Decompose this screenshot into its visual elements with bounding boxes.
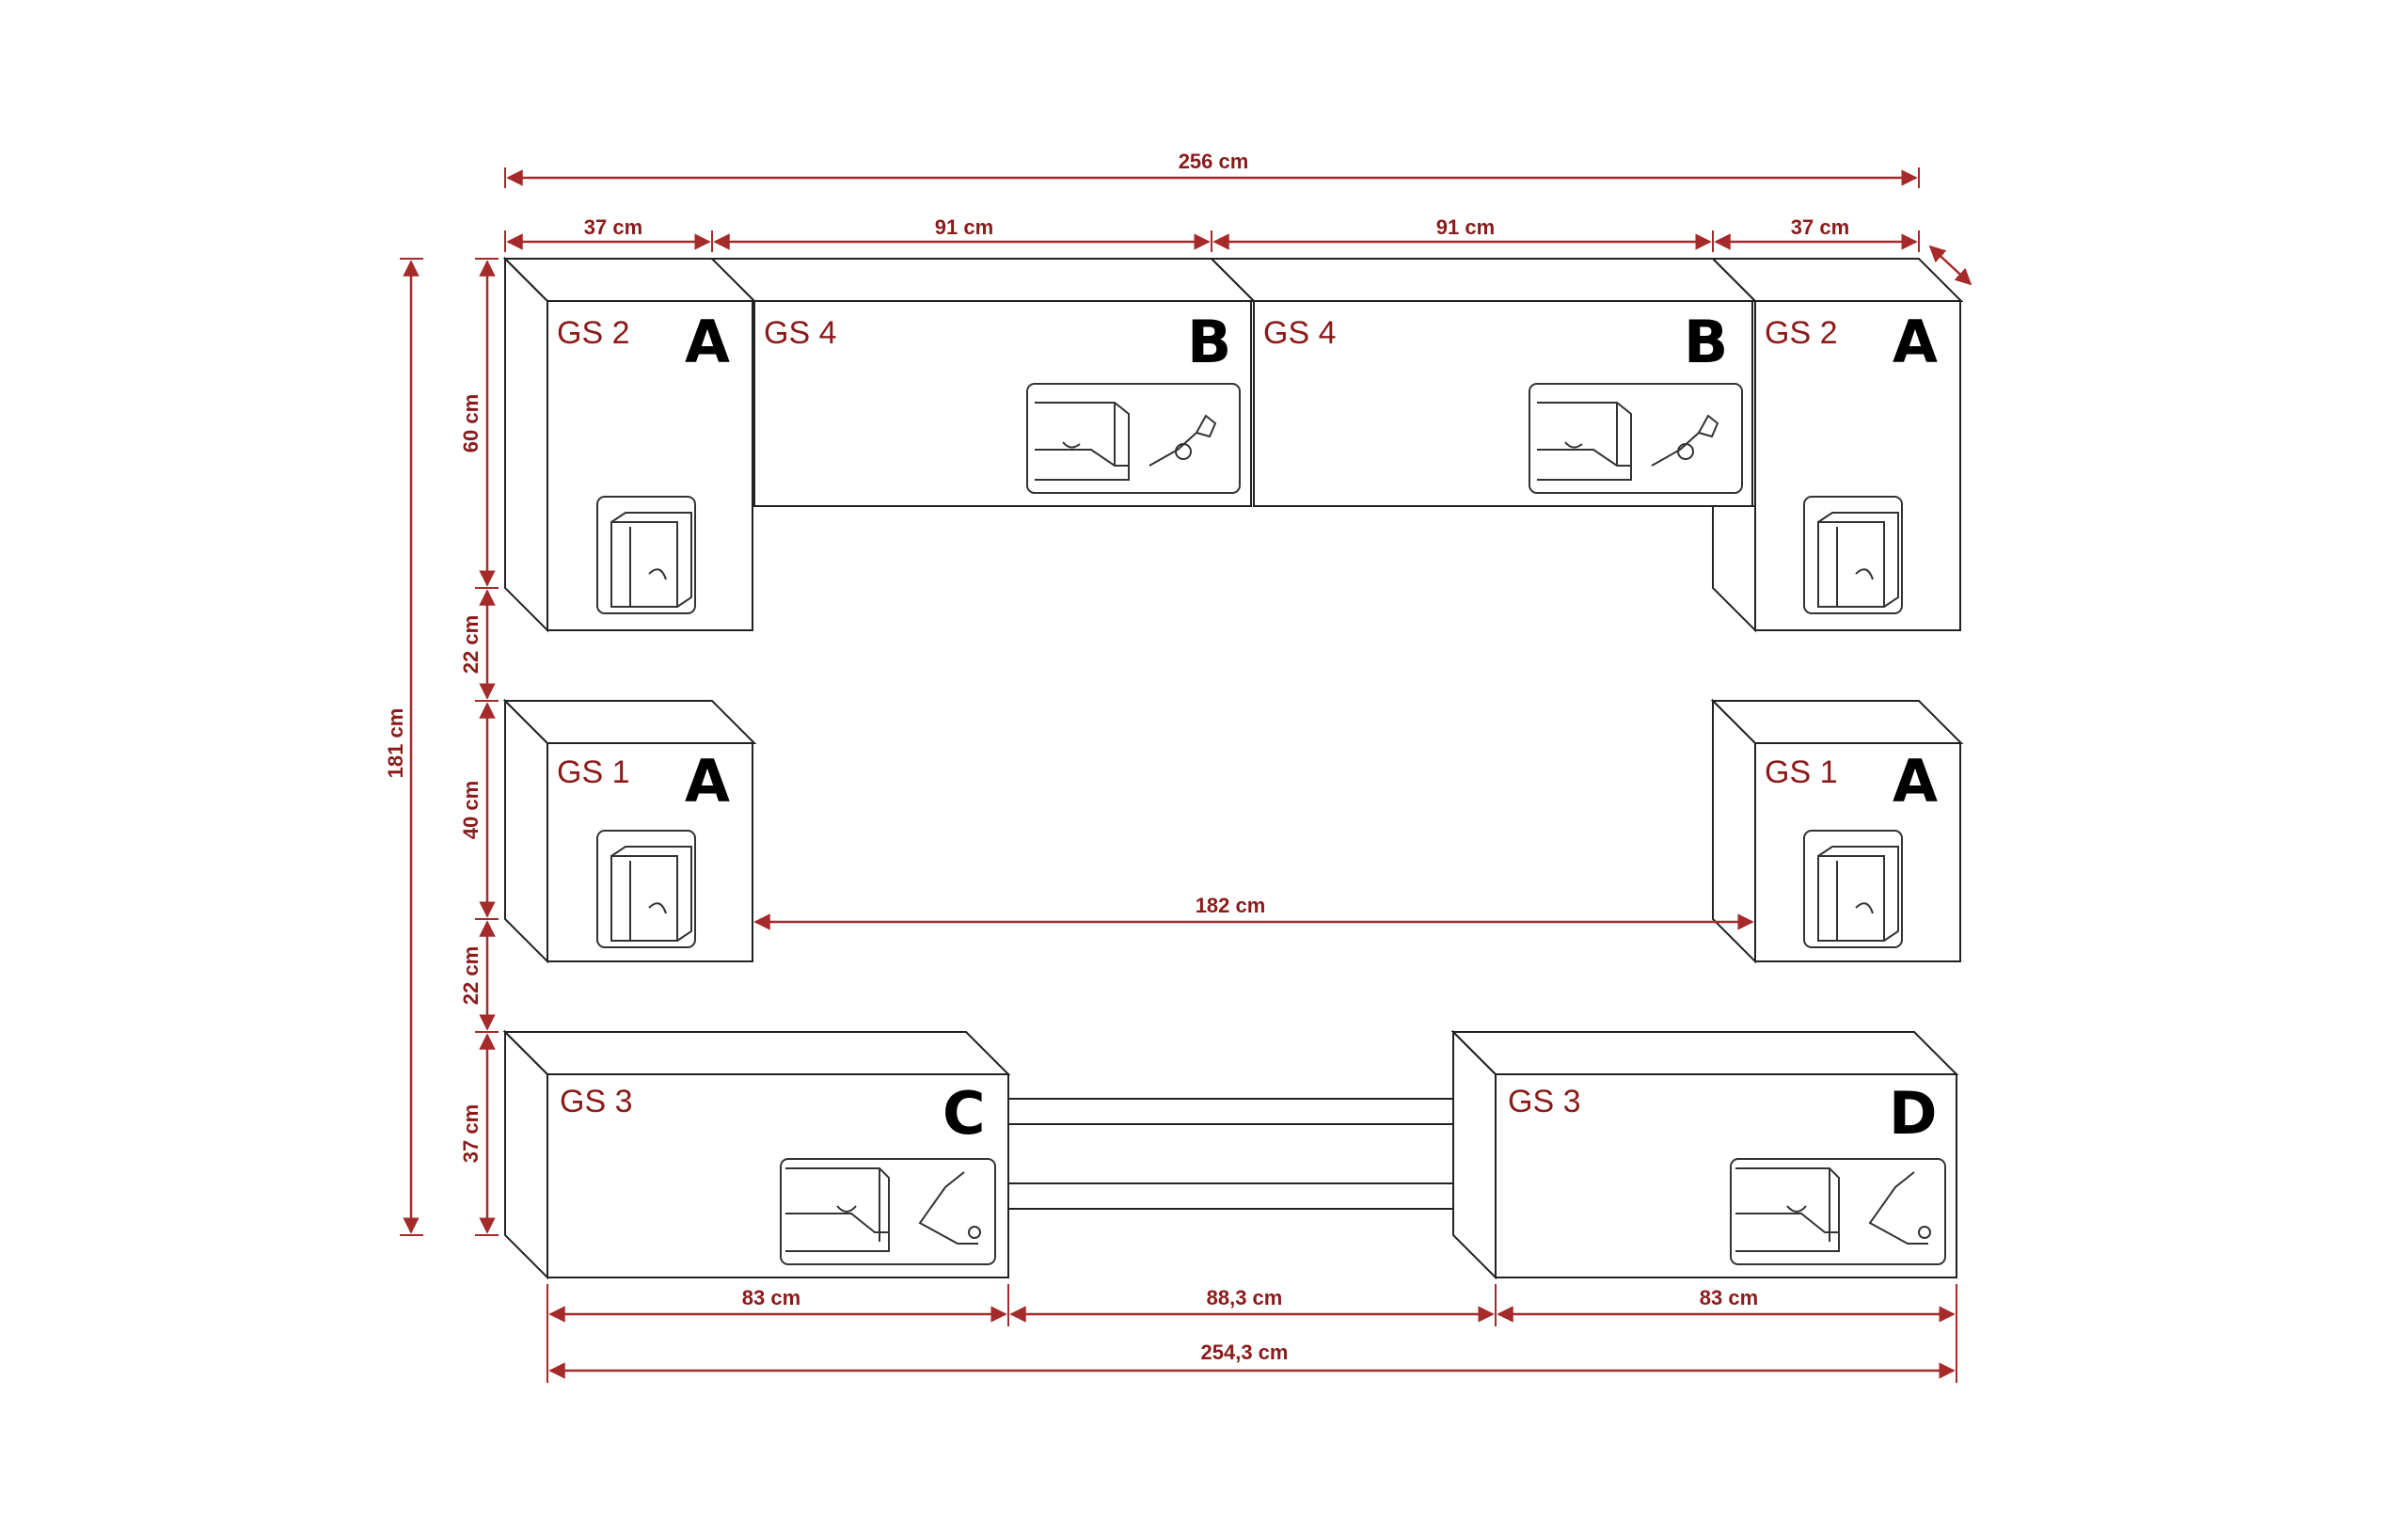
module-letter: A [1893,747,1938,816]
dim-label: 37 cm [584,215,642,239]
dim-label: 22 cm [459,615,483,674]
dim-total-bottom: 254,3 cm [548,1341,1956,1379]
dim-label: 22 cm [459,946,483,1005]
dim-left-total: 181 cm [384,258,423,1236]
module-letter: A [685,308,730,376]
module-label: GS 1 [557,754,629,790]
dim-label: 88,3 cm [1207,1286,1283,1309]
module-top-mid-2: GS 4 B [1209,258,1758,507]
module-label: GS 1 [1765,754,1837,790]
module-label: GS 2 [557,315,629,351]
dim-left-segments: 60 cm 22 cm 40 cm 22 cm 37 cm [459,258,499,1236]
module-letter: D [1889,1079,1937,1148]
flap-open-icon [1529,383,1743,494]
dim-top-segments: 37 cm 91 cm 91 cm 37 cm [504,215,1972,286]
module-top-mid-1: GS 4 B [709,258,1257,507]
door-open-icon [596,830,696,948]
module-bottom-right: GS 3 D [1450,1029,1959,1280]
dim-total-top: 256 cm [504,150,1920,188]
module-bottom-left: GS 3 C [502,1029,1011,1280]
glass-shelves [1007,1098,1484,1210]
door-open-icon [1803,496,1903,614]
dim-label: 91 cm [935,215,993,239]
module-letter: A [685,747,730,816]
dim-label: 256 cm [1179,150,1249,173]
door-open-icon [1803,830,1903,948]
module-letter: B [1187,308,1231,376]
module-letter: C [943,1079,986,1148]
dim-label: 40 cm [459,781,483,839]
module-top-left: GS 2 A [502,256,757,633]
module-mid-left: GS 1 A [502,698,757,964]
module-label: GS 2 [1765,315,1837,351]
dim-label: 37 cm [459,1104,483,1163]
dim-label: 181 cm [384,708,407,779]
flap-open-icon [1730,1158,1946,1265]
dim-label: 254,3 cm [1201,1341,1289,1364]
dim-label: 37 cm [1791,215,1849,239]
module-letter: B [1684,308,1728,376]
flap-open-icon [780,1158,996,1265]
module-label: GS 3 [1508,1084,1580,1119]
dim-inner-span: 182 cm [753,894,1754,930]
dim-label: 83 cm [1700,1286,1758,1309]
module-label: GS 4 [764,315,836,351]
module-label: GS 4 [1263,315,1336,351]
module-mid-right: GS 1 A [1710,698,1964,964]
door-open-icon [596,496,696,614]
dim-label: 182 cm [1196,894,1266,917]
dim-label: 83 cm [742,1286,800,1309]
dim-label: 60 cm [459,394,483,452]
module-top-right: GS 2 A [1710,258,1964,633]
flap-open-icon [1026,383,1241,494]
dim-label: 91 cm [1436,215,1495,239]
module-letter: A [1893,308,1938,376]
dim-bottom-segments: 83 cm 88,3 cm 83 cm [547,1284,1957,1383]
module-label: GS 3 [560,1084,632,1119]
